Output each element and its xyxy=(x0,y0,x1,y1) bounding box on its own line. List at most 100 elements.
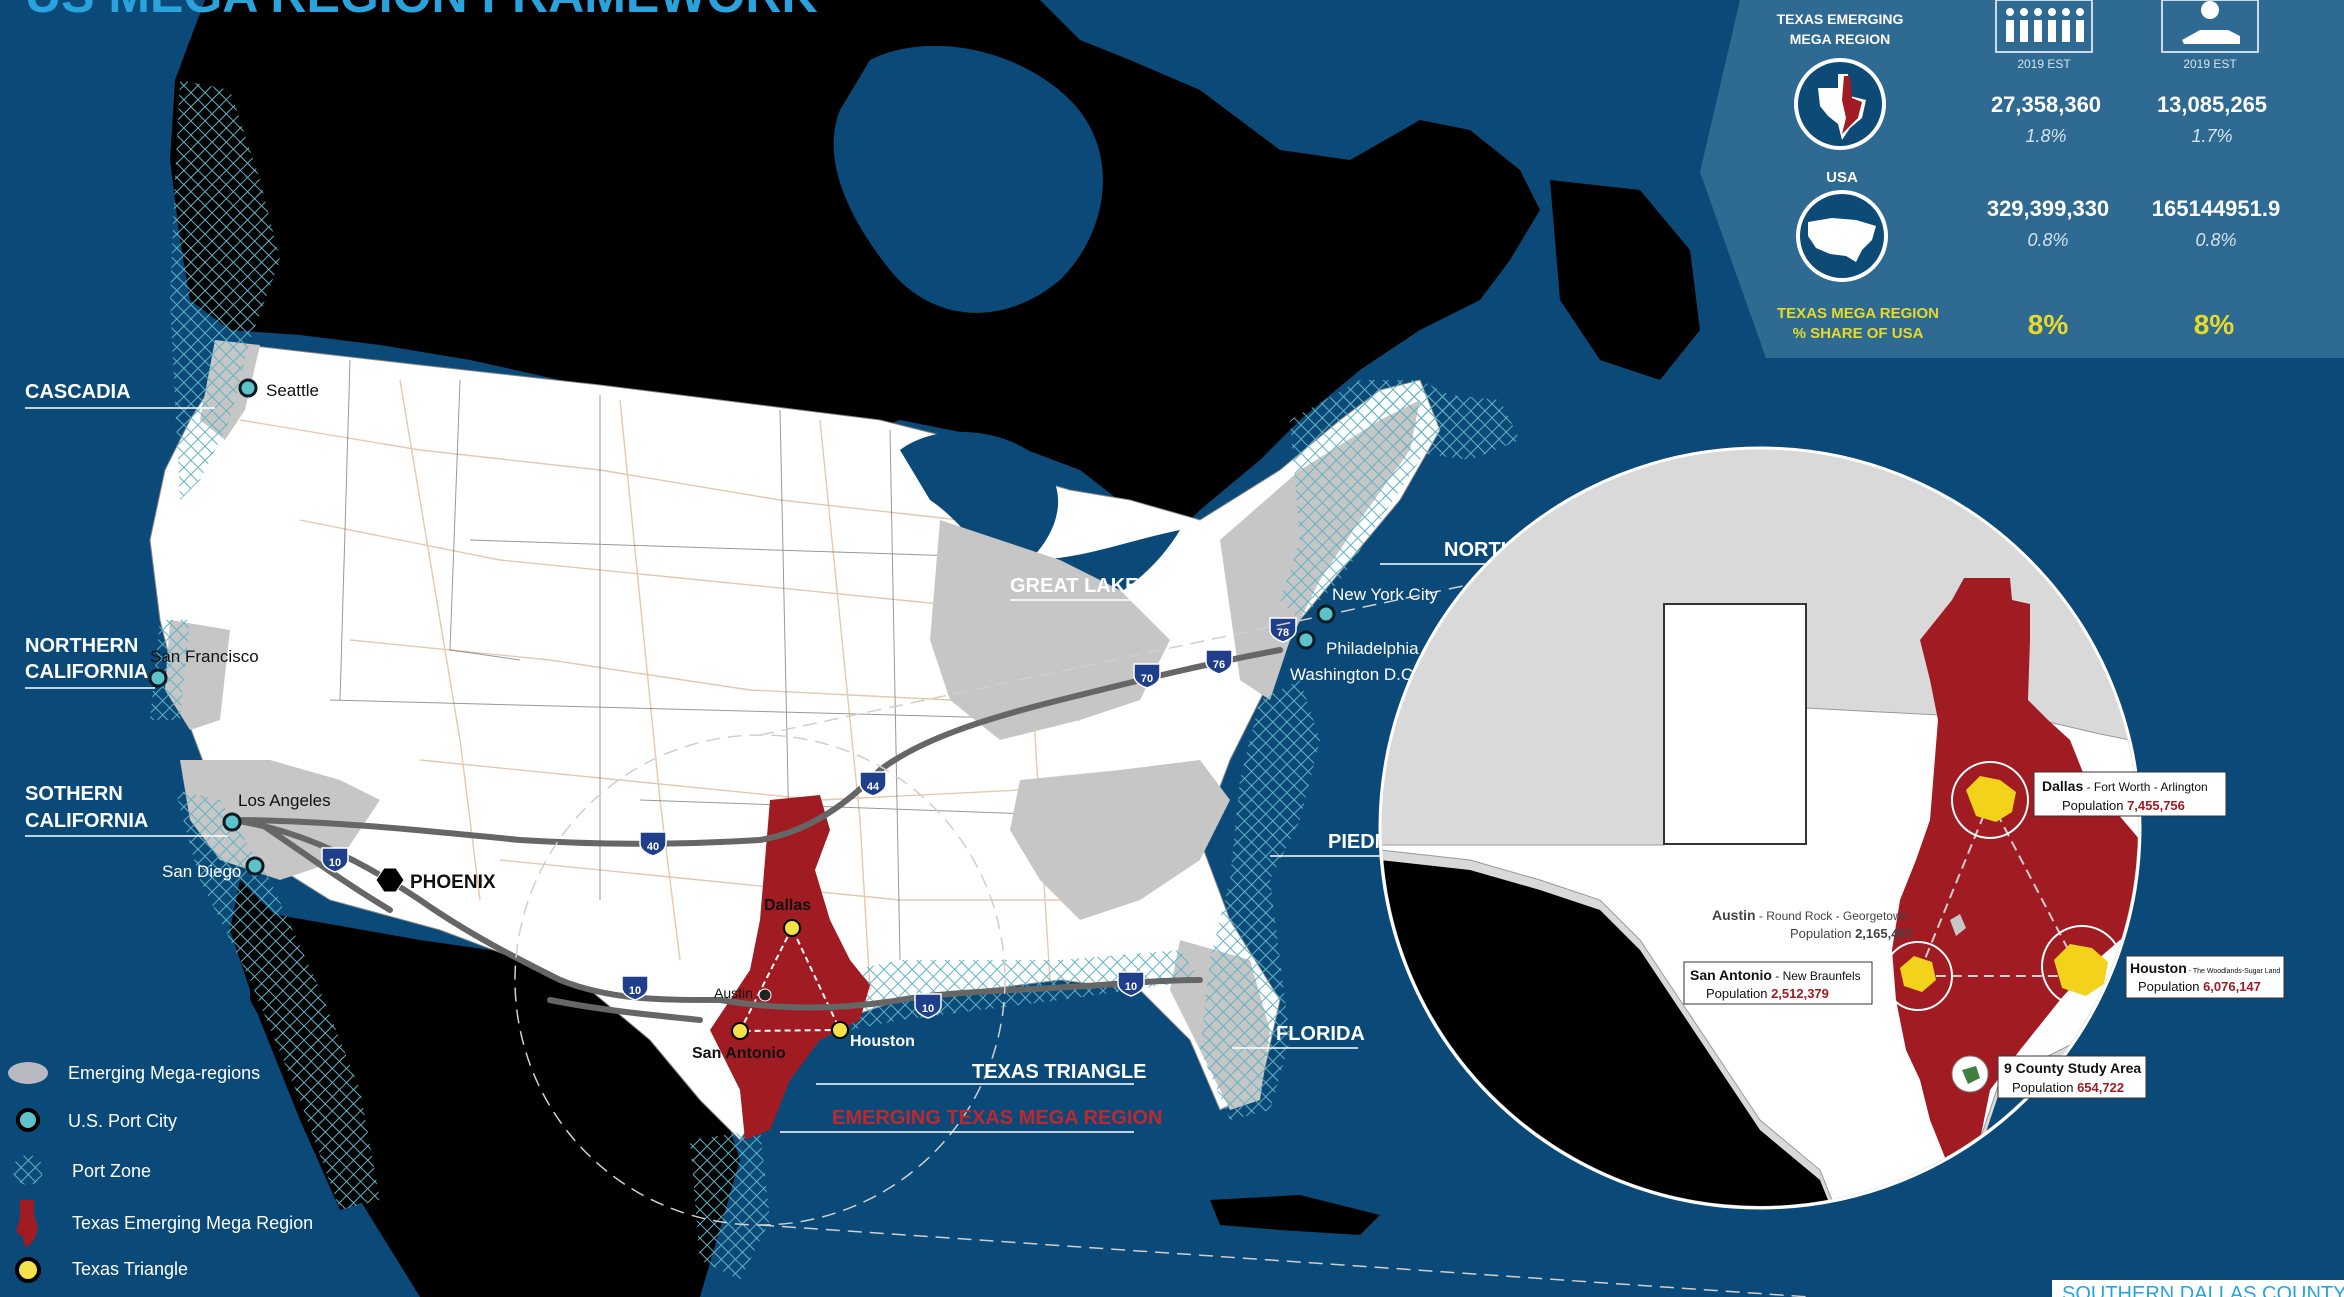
county-pop: 654,722 xyxy=(2077,1080,2124,1095)
usa-heading: USA xyxy=(1826,169,1858,186)
inset-county-marker xyxy=(1951,1055,1989,1093)
dallas-name: Dallas xyxy=(2042,778,2083,794)
texas-triangle xyxy=(731,919,849,1040)
jobs-icon xyxy=(2182,1,2240,44)
shield-10-gulf: 10 xyxy=(914,993,942,1019)
share-heading-line1: TEXAS MEGA REGION xyxy=(1777,305,1939,322)
legend-label: Texas Emerging Mega Region xyxy=(72,1213,313,1233)
dallas-suburbs: - Fort Worth - Arlington xyxy=(2083,780,2207,794)
houston-suburbs: - The Woodlands-Sugar Land xyxy=(2187,968,2281,975)
austin-pop-label: Population xyxy=(1790,926,1855,941)
county-pop-label: Population xyxy=(2012,1080,2077,1095)
great-lakes-water xyxy=(900,431,1180,629)
texas-inset: Dallas - Fort Worth - Arlington Populati… xyxy=(1378,446,2285,1210)
triangle-point-dallas xyxy=(783,919,801,937)
share-heading-line2: % SHARE OF USA xyxy=(1793,325,1924,342)
inset-triangle xyxy=(1916,797,2084,977)
label-philadelphia: Philadelphia xyxy=(1326,639,1419,658)
shield-40: 40 xyxy=(639,831,667,857)
san-antonio-name: San Antonio xyxy=(1690,967,1772,983)
shield-label: 70 xyxy=(1141,673,1153,685)
port-city-los-angeles xyxy=(222,812,242,832)
port-city-san-diego xyxy=(245,856,265,876)
legend-label: Port Zone xyxy=(72,1161,151,1181)
svg-text:Population 6,076,147: Population 6,076,147 xyxy=(2138,979,2261,994)
population-icon xyxy=(2006,8,2084,42)
label-dallas: Dallas xyxy=(764,897,811,914)
shield-label: 78 xyxy=(1277,627,1289,639)
san-antonio-pop-label: Population xyxy=(1706,986,1771,1001)
callout-san-antonio: San Antonio - New Braunfels Population 2… xyxy=(1683,961,1873,1005)
region-southern-california-line2: CALIFORNIA xyxy=(25,810,148,832)
label-san-diego: San Diego xyxy=(162,862,241,881)
label-san-antonio: San Antonio xyxy=(692,1045,786,1062)
svg-text:Population 2,165,497: Population 2,165,497 xyxy=(1790,926,1913,941)
greenland-edge xyxy=(1550,180,1700,380)
texas-jobs: 13,085,265 xyxy=(2157,92,2267,117)
region-southern-california-line1: SOTHERN xyxy=(25,783,123,805)
inset-state-border xyxy=(1663,603,1807,845)
region-cascadia: CASCADIA xyxy=(25,381,131,403)
callout-county: 9 County Study Area Population 654,722 xyxy=(1997,1055,2147,1099)
jobs-icon-box xyxy=(2161,0,2259,53)
highway-shields: 10 40 44 70 76 78 10 10 10 xyxy=(321,617,1297,1019)
triangle-point-houston xyxy=(831,1021,849,1039)
dallas-pop: 7,455,756 xyxy=(2127,798,2185,813)
texas-population: 27,358,360 xyxy=(1991,92,2101,117)
region-northern-california-line2: CALIFORNIA xyxy=(25,661,148,683)
shield-76: 76 xyxy=(1205,649,1233,675)
region-northern-california-line1: NORTHERN xyxy=(25,635,138,657)
canada-landmass xyxy=(170,0,1540,540)
stats-panel: TEXAS EMERGING MEGA REGION 2019 EST 2019… xyxy=(1700,0,2344,358)
phoenix-marker xyxy=(375,867,405,893)
county-name: 9 County Study Area xyxy=(2004,1060,2141,1076)
austin-suburbs: - Round Rock - Georgetown xyxy=(1756,909,1909,923)
callout-austin: Austin - Round Rock - Georgetown Populat… xyxy=(1712,907,1913,941)
texas-population-growth: 1.8% xyxy=(2025,126,2066,146)
austin-name: Austin xyxy=(1712,907,1756,923)
port-city-seattle xyxy=(238,378,258,398)
footer-tag: SOUTHERN DALLAS COUNTY xyxy=(2052,1280,2344,1297)
region-great-lakes: GREAT LAKES xyxy=(1010,575,1152,597)
shield-label: 10 xyxy=(922,1003,934,1015)
legend: Emerging Mega-regions U.S. Port City Por… xyxy=(8,1062,313,1283)
shield-44: 44 xyxy=(859,771,887,797)
svg-text:San Antonio - New Braunfels: San Antonio - New Braunfels xyxy=(1690,967,1861,983)
svg-text:Population 654,722: Population 654,722 xyxy=(2012,1080,2124,1095)
legend-label: Texas Triangle xyxy=(72,1259,188,1279)
region-emerging-texas: EMERGING TEXAS MEGA REGION xyxy=(832,1107,1162,1129)
shield-label: 76 xyxy=(1213,659,1225,671)
svg-text:Dallas - Fort Worth - Arlingto: Dallas - Fort Worth - Arlington xyxy=(2042,778,2208,794)
region-texas-triangle: TEXAS TRIANGLE xyxy=(972,1061,1146,1083)
year-label-jobs: 2019 EST xyxy=(2183,57,2237,71)
inset-circle-border xyxy=(1378,446,2142,1210)
shield-70: 70 xyxy=(1133,663,1161,689)
texas-region-icon xyxy=(16,1200,38,1248)
mega-region-swatch xyxy=(8,1062,48,1084)
shield-78: 78 xyxy=(1269,617,1297,643)
callout-houston: Houston - The Woodlands-Sugar Land Popul… xyxy=(2125,955,2285,999)
label-houston: Houston xyxy=(850,1033,915,1050)
texas-emerging-region xyxy=(710,795,870,1140)
shield-10-east: 10 xyxy=(1117,971,1145,997)
port-city-icon xyxy=(16,1108,40,1132)
label-austin: Austin xyxy=(714,985,753,1001)
texas-heading-line1: TEXAS EMERGING xyxy=(1777,11,1904,27)
usa-population: 329,399,330 xyxy=(1987,196,2109,221)
houston-pop-label: Population xyxy=(2138,979,2203,994)
usa-badge xyxy=(1796,190,1888,282)
hudson-bay xyxy=(833,45,1103,313)
usa-jobs: 165144951.9 xyxy=(2152,196,2280,221)
triangle-point-icon xyxy=(15,1257,41,1283)
port-city-philadelphia xyxy=(1296,630,1316,650)
port-cities xyxy=(148,378,1336,876)
austin-point xyxy=(758,988,772,1002)
footer-text: SOUTHERN DALLAS COUNTY xyxy=(2062,1283,2344,1297)
dallas-pop-label: Population xyxy=(2062,798,2127,813)
houston-name: Houston xyxy=(2130,960,2187,976)
label-new-york: New York City xyxy=(1332,585,1438,604)
label-los-angeles: Los Angeles xyxy=(238,791,331,810)
callout-dallas: Dallas - Fort Worth - Arlington Populati… xyxy=(2033,771,2227,817)
cuba xyxy=(1210,1195,1380,1235)
label-san-francisco: San Francisco xyxy=(150,647,259,666)
